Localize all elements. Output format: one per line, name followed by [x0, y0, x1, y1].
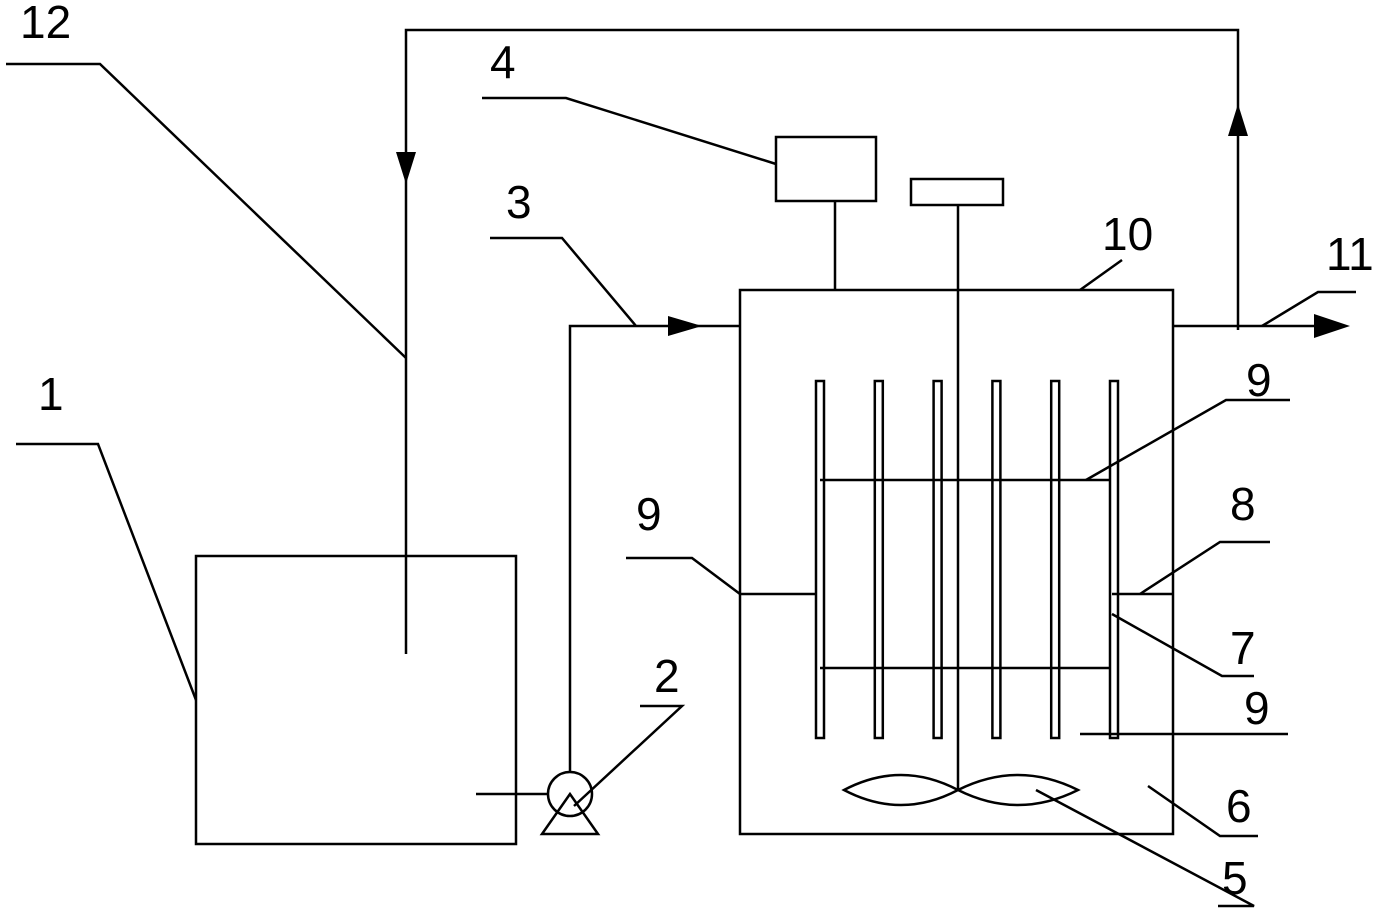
- label-inlet-pipe: 3: [506, 176, 532, 228]
- stirrer-motor: [909, 177, 1005, 207]
- return-arrow-up: [1228, 104, 1248, 136]
- label-controller: 4: [490, 36, 516, 88]
- label-outlet-pipe: 11: [1326, 228, 1373, 280]
- label-reactor-lid: 10: [1102, 208, 1153, 260]
- label-electrode: 7: [1230, 622, 1256, 674]
- electrode-plate: [991, 379, 1002, 740]
- label-connector-bottom: 9: [1244, 682, 1270, 734]
- label-tank: 1: [38, 368, 64, 420]
- leader-lines: [6, 62, 1356, 908]
- pump: [539, 770, 601, 836]
- return-pipe: [404, 28, 1240, 654]
- electrode-plate: [1049, 379, 1061, 740]
- outlet-arrow: [1314, 314, 1350, 338]
- electrode-plate: [932, 379, 943, 740]
- controller-box: [774, 135, 878, 203]
- label-support: 8: [1230, 478, 1256, 530]
- return-arrow-down: [396, 152, 416, 184]
- inlet-arrow: [668, 316, 702, 336]
- electrode-plate: [1108, 379, 1120, 740]
- label-impeller: 5: [1222, 852, 1248, 904]
- label-return-pipe: 12: [20, 0, 71, 48]
- electrode-array: [814, 379, 1120, 740]
- electrode-plate: [873, 379, 885, 740]
- label-pump: 2: [654, 650, 680, 702]
- label-reactor-liquid: 6: [1226, 780, 1252, 832]
- label-connector-left: 9: [636, 488, 662, 540]
- label-connector-top: 9: [1246, 354, 1272, 406]
- storage-tank: [194, 554, 518, 846]
- electrode-plate: [814, 379, 826, 740]
- reactor-vessel: [738, 288, 1175, 836]
- impeller: [841, 773, 1081, 807]
